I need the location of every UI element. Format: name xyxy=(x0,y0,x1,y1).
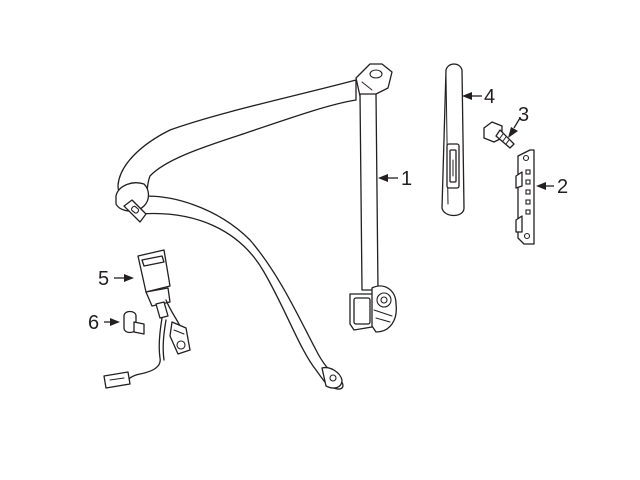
callout-2-label: 2 xyxy=(557,176,568,198)
callout-5-label: 5 xyxy=(98,268,109,290)
callout-6-label: 6 xyxy=(88,312,99,334)
callout-1-label: 1 xyxy=(401,168,412,190)
callout-3-leader xyxy=(513,117,521,129)
callout-3-arrow xyxy=(508,127,518,138)
callout-2-arrow xyxy=(536,182,546,190)
part-6-clip[interactable]: 6 xyxy=(88,310,145,335)
part-3-bolt[interactable]: 3 xyxy=(483,104,529,149)
part-2-height-adjuster[interactable]: 2 xyxy=(515,149,568,245)
callout-4-label: 4 xyxy=(484,86,495,108)
callout-4-arrow xyxy=(462,92,472,100)
part-1-seat-belt-assembly[interactable]: 1 xyxy=(115,63,412,390)
callout-5-arrow xyxy=(124,274,134,282)
callout-1-arrow xyxy=(378,174,388,182)
part-4-trim-cover[interactable]: 4 xyxy=(441,63,495,217)
part-5-buckle-assembly[interactable]: 5 xyxy=(98,249,191,389)
callout-3-label: 3 xyxy=(518,104,529,126)
callout-6-arrow xyxy=(110,318,120,326)
